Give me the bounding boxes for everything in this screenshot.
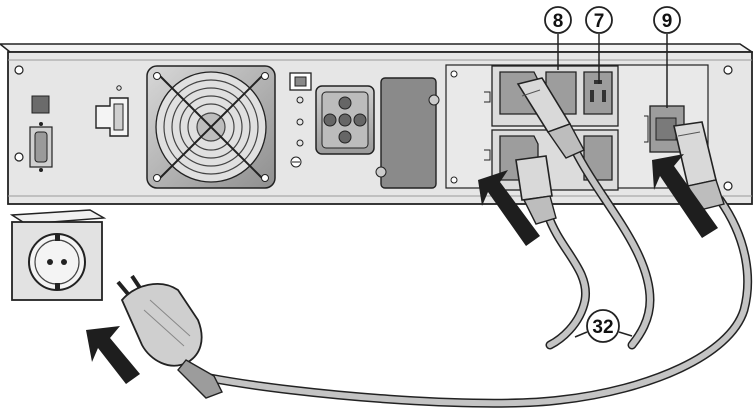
callout-7-label: 7: [594, 11, 605, 32]
callout-8: 8: [544, 6, 572, 70]
callout-7: 7: [585, 6, 613, 84]
callout-9-label: 9: [662, 11, 673, 32]
callout-32-label: 32: [592, 317, 613, 338]
iec-connector-icon: [515, 155, 557, 225]
callout-32: 32: [574, 309, 633, 343]
fan-grille-icon: [146, 65, 276, 189]
outlet-slots: [590, 80, 606, 102]
input-power-connector: [315, 85, 375, 155]
network-port: [289, 72, 312, 168]
insertion-arrow-icon: [86, 154, 718, 384]
iec-connector-icon: [516, 77, 585, 159]
cover-plate: [375, 77, 440, 189]
mounting-screws: [14, 65, 733, 191]
wall-socket-icon: [9, 209, 107, 301]
rs232-port: [29, 122, 53, 172]
iec-connector-icon: [673, 121, 725, 211]
power-plug-icon: [116, 274, 223, 399]
dry-contact-port: [31, 95, 50, 114]
cables: [205, 145, 753, 408]
callout-9: 9: [653, 6, 681, 108]
ebm-switch: [95, 85, 129, 137]
callout-8-label: 8: [553, 11, 564, 32]
